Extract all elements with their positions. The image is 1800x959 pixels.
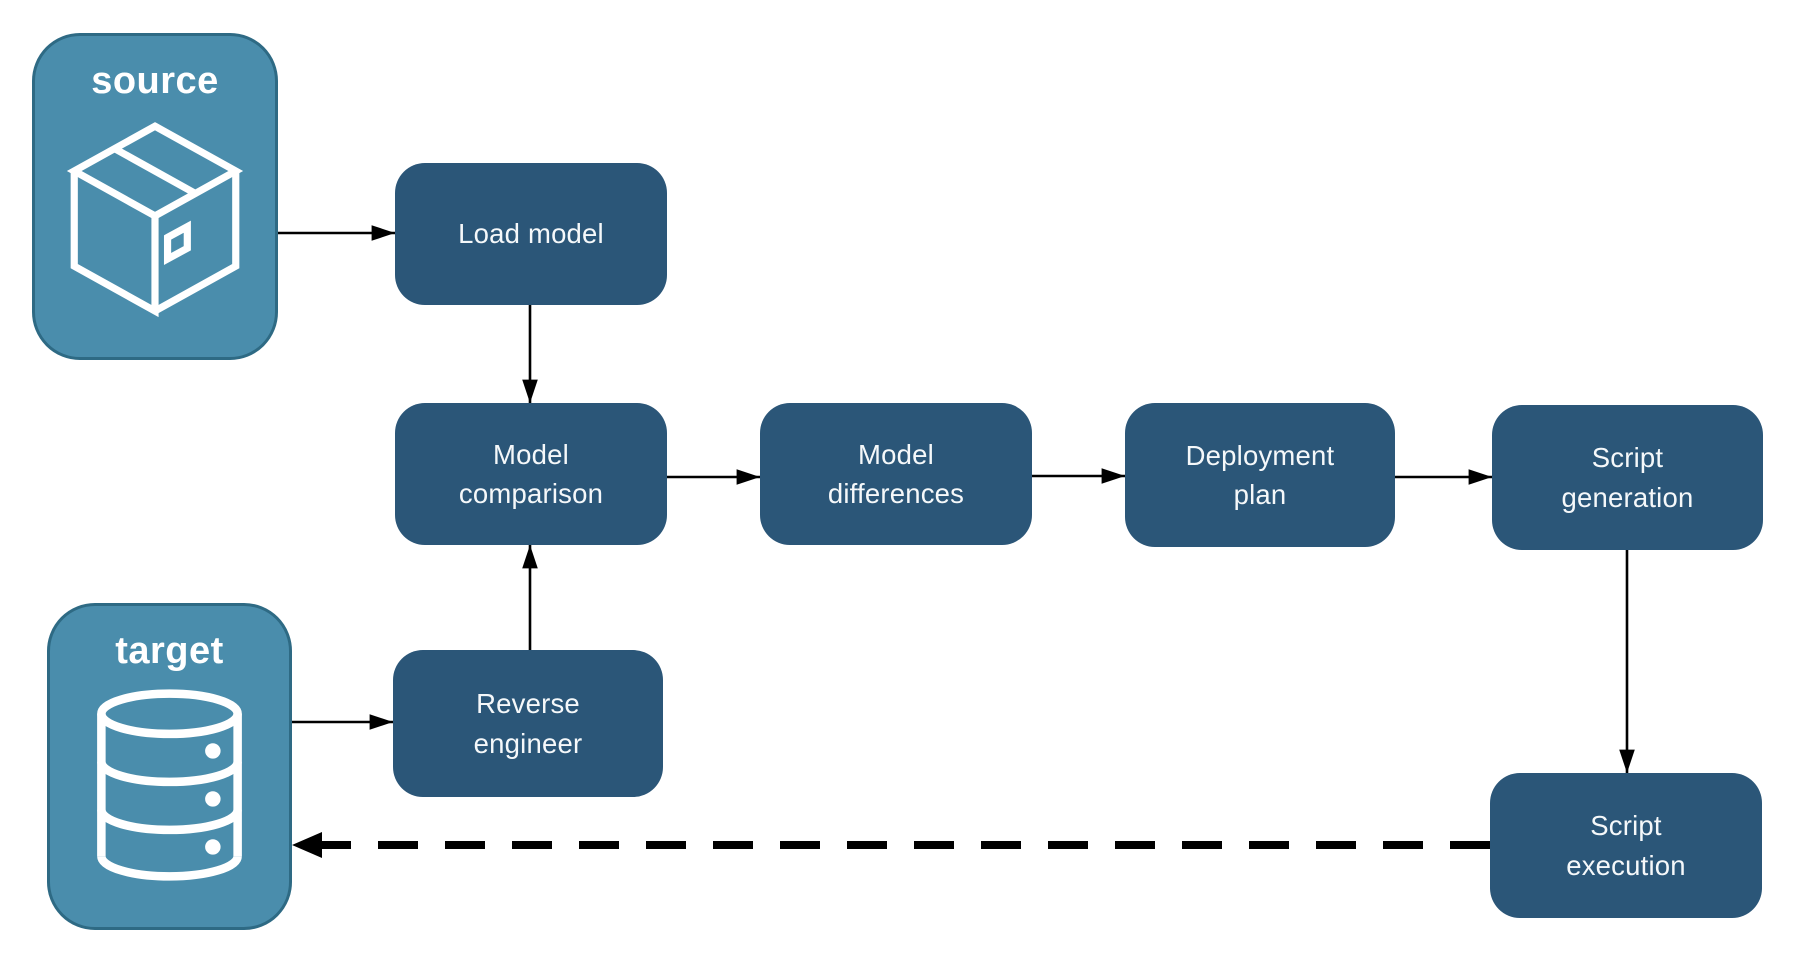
node-script-generation: Script generation xyxy=(1492,405,1763,550)
target-endpoint: target xyxy=(47,603,292,930)
node-label: plan xyxy=(1233,479,1287,510)
node-model-differences: Model differences xyxy=(760,403,1032,545)
source-label: source xyxy=(91,60,219,102)
node-label: differences xyxy=(827,478,965,509)
node-label: Model xyxy=(858,438,934,470)
node-model-comparison: Model comparison xyxy=(395,403,667,545)
node-label: Reverse xyxy=(476,688,580,720)
node-label: Script xyxy=(1590,810,1662,842)
node-label: execution xyxy=(1566,849,1686,881)
node-script-execution: Script execution xyxy=(1490,773,1762,918)
source-endpoint: source xyxy=(32,33,278,360)
node-deployment-plan: Deployment plan xyxy=(1125,403,1395,547)
node-label: Script xyxy=(1591,442,1664,474)
target-label: target xyxy=(115,630,224,672)
node-label: engineer xyxy=(473,727,583,759)
node-label: Deployment xyxy=(1185,439,1335,471)
node-label: Model xyxy=(493,438,569,470)
database-icon xyxy=(92,689,247,881)
node-label: Load model xyxy=(458,218,604,250)
node-label: generation xyxy=(1561,481,1694,513)
node-label: comparison xyxy=(458,478,604,509)
node-load-model: Load model xyxy=(395,163,667,305)
package-icon xyxy=(65,119,245,320)
node-reverse-engineer: Reverse engineer xyxy=(393,650,663,797)
